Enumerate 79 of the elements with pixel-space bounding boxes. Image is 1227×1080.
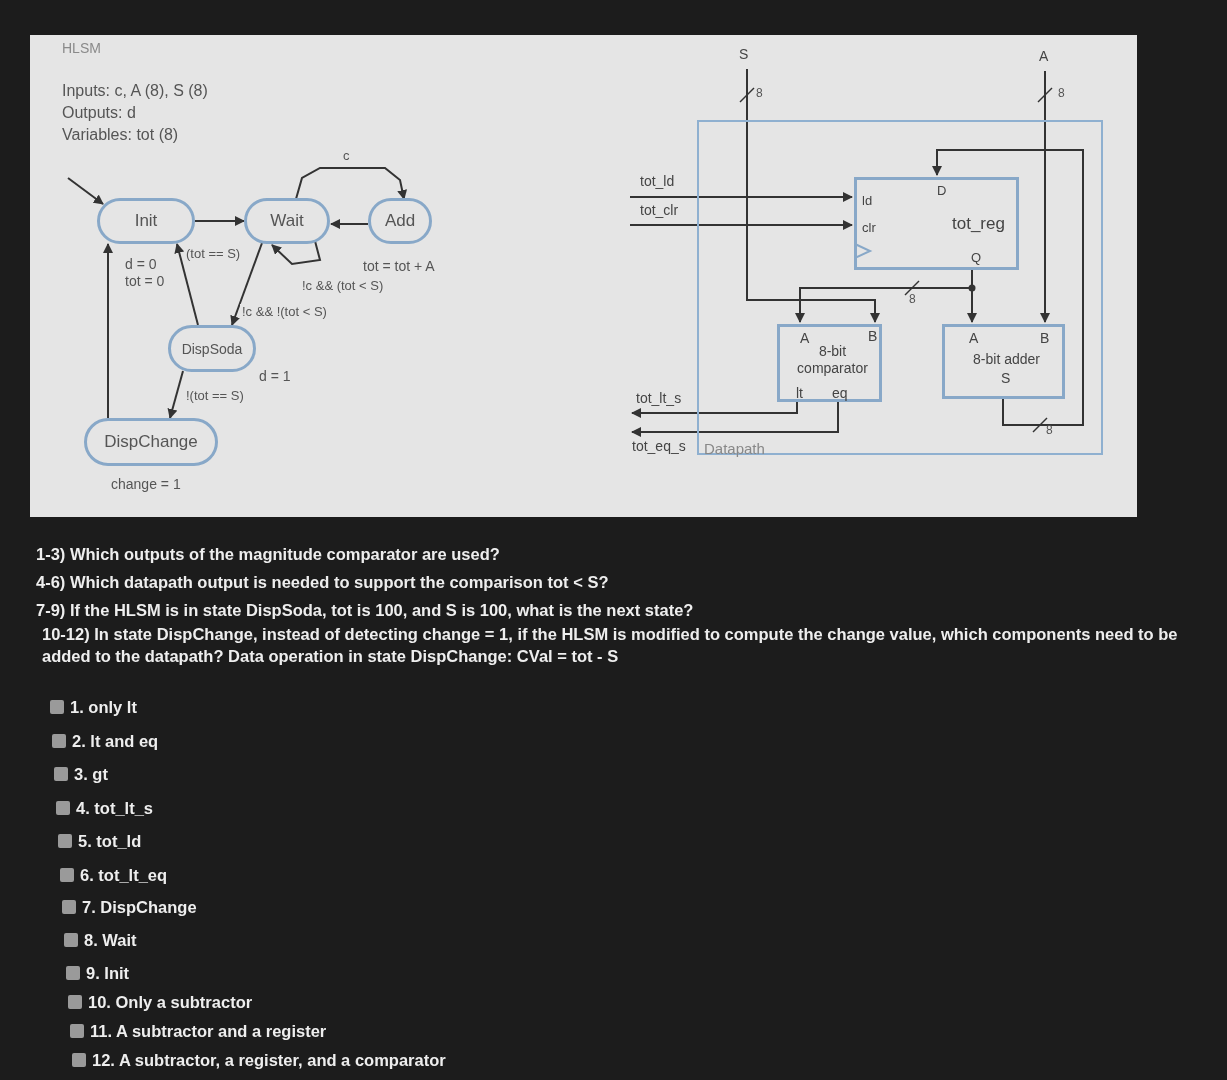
- spec-text: Variables: tot (8): [62, 126, 179, 144]
- arrow: [631, 399, 798, 418]
- state-name: DispSoda: [181, 340, 243, 357]
- arrow: [746, 68, 880, 323]
- state-action: tot = tot + A: [363, 258, 435, 274]
- block-text: A: [969, 330, 979, 347]
- spec-text: Outputs: d: [62, 104, 136, 122]
- arrow: [1040, 70, 1050, 323]
- bus-width-label: 8: [1046, 423, 1053, 437]
- question-text: 7-9) If the HLSM is in state DispSoda, tot is 100, and S is 100, what is the next state?: [36, 601, 694, 620]
- option-label: 9. Init: [86, 964, 130, 983]
- state-name: DispChange: [104, 432, 198, 452]
- arrow: [932, 149, 1084, 426]
- block-text: eq: [832, 385, 848, 402]
- arrow: [629, 220, 853, 230]
- state-bubble: [244, 198, 330, 244]
- arrow: [67, 177, 104, 205]
- option-label: 2. lt and eq: [72, 732, 159, 751]
- block-text: B: [868, 328, 878, 345]
- signal-name: tot_lt_s: [636, 389, 696, 407]
- signal-name: tot_ld: [640, 172, 686, 190]
- option-label: 5. tot_ld: [78, 832, 142, 851]
- option-label: 12. A subtractor, a register, and a comparator: [92, 1051, 446, 1070]
- block-text: clr: [862, 220, 876, 236]
- component-block: [854, 177, 1019, 270]
- edge-label: (tot == S): [184, 246, 243, 261]
- signal-name: tot_clr: [640, 201, 692, 219]
- signal-name: tot_eq_s: [632, 437, 696, 455]
- arrow: [967, 267, 977, 323]
- arrow: [174, 243, 199, 326]
- diagram-heading: HLSM: [62, 40, 101, 56]
- state-action: change = 1: [111, 476, 181, 492]
- arrow: [271, 240, 322, 266]
- state-action: tot = 0: [125, 273, 165, 289]
- question-text: 10-12) In state DispChange, instead of detecting change = 1, if the HLSM is modified to compute the change value, which components need to be added to the datapath? Data operation in state DispChange: CVal = tot - S: [42, 624, 1179, 668]
- block-text: D: [937, 183, 947, 199]
- question-text: 1-3) Which outputs of the magnitude comparator are used?: [36, 545, 500, 564]
- state-name: Wait: [270, 211, 304, 231]
- arrow: [230, 242, 263, 326]
- bus-width-label: 8: [1058, 86, 1065, 100]
- edge-label: !c && (tot < S): [300, 278, 386, 293]
- question-text: 4-6) Which datapath output is needed to support the comparison tot < S?: [36, 573, 609, 592]
- block-text: tot_reg: [952, 214, 1005, 235]
- block-text: lt: [796, 385, 803, 402]
- option-label: 11. A subtractor and a register: [90, 1022, 327, 1041]
- signal-name: S: [739, 45, 755, 67]
- state-name: Init: [134, 211, 158, 231]
- datapath-frame: [697, 120, 1103, 455]
- option-label: 4. tot_lt_s: [76, 799, 154, 818]
- option-label: 10. Only a subtractor: [88, 993, 253, 1012]
- signal-name: A: [1039, 47, 1055, 69]
- bus-width-label: 8: [909, 292, 916, 306]
- bus-width-label: 8: [756, 86, 763, 100]
- spec-text: Inputs: c, A (8), S (8): [62, 82, 208, 100]
- component-block: [777, 324, 882, 402]
- state-action: d = 0: [125, 256, 157, 272]
- state-action: d = 1: [259, 368, 291, 384]
- option-label: 6. tot_lt_eq: [80, 866, 168, 885]
- block-text: Datapath: [704, 440, 765, 458]
- option-label: 3. gt: [74, 765, 108, 784]
- block-text: Q: [971, 250, 982, 266]
- arrow: [167, 370, 184, 419]
- block-text: ld: [862, 193, 873, 209]
- block-text: B: [1040, 330, 1050, 347]
- arrow: [194, 216, 245, 226]
- arrow: [629, 192, 853, 202]
- option-label: 8. Wait: [84, 931, 137, 950]
- state-name: Add: [384, 211, 416, 231]
- arrow: [103, 243, 113, 419]
- edge-label: !(tot == S): [184, 388, 246, 403]
- arrow: [631, 399, 839, 437]
- option-label: 1. only lt: [70, 698, 137, 717]
- arrow: [295, 167, 408, 200]
- block-text: S: [1001, 370, 1011, 387]
- block-text: 8-bit adder: [972, 351, 1041, 368]
- arrow: [330, 219, 369, 229]
- edge-label: !c && !(tot < S): [240, 304, 329, 319]
- component-block: [942, 324, 1065, 399]
- option-label: 7. DispChange: [82, 898, 197, 917]
